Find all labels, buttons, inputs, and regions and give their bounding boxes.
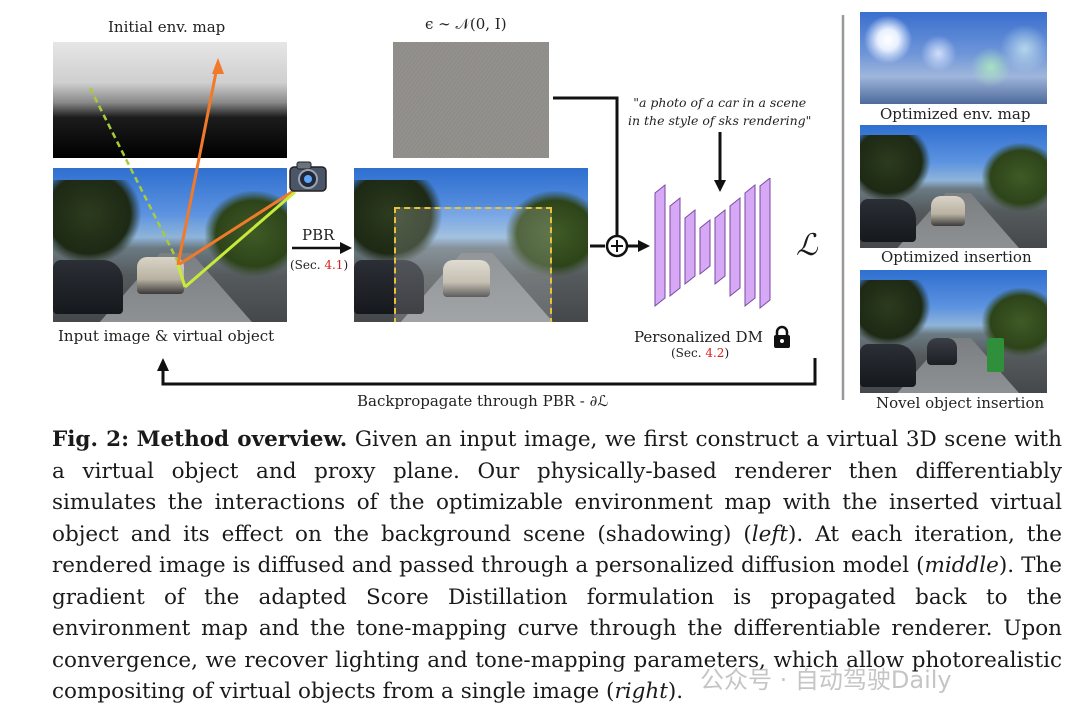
optimized-env-map-image bbox=[860, 12, 1047, 104]
backprop-line bbox=[161, 358, 817, 386]
optimized-insertion-label: Optimized insertion bbox=[881, 248, 1032, 266]
optimized-insertion-image bbox=[860, 125, 1047, 248]
dm-section-ref: (Sec. 4.2) bbox=[671, 346, 730, 360]
noise-image bbox=[393, 42, 549, 158]
text-prompt: "a photo of a car in a scene in the styl… bbox=[628, 95, 812, 128]
light-rays bbox=[88, 58, 296, 289]
camera-icon bbox=[289, 161, 327, 192]
orange-ray-camera bbox=[177, 188, 296, 267]
novel-insertion-label: Novel object insertion bbox=[876, 394, 1045, 412]
green-ray-car bbox=[176, 264, 187, 288]
insertion-box bbox=[393, 206, 553, 322]
diffusion-network bbox=[654, 178, 771, 310]
dashed-green-ray bbox=[88, 87, 180, 263]
novel-insertion-image bbox=[860, 270, 1047, 393]
noise-equation: ϵ ∼ 𝒩(0, I) bbox=[425, 15, 507, 33]
input-image bbox=[53, 168, 287, 322]
personalized-dm-label: Personalized DM bbox=[634, 328, 763, 346]
noise-to-plus-line bbox=[553, 96, 619, 236]
orange-ray-up bbox=[176, 61, 220, 266]
pbr-arrow bbox=[292, 242, 352, 254]
caption-title: Method overview. bbox=[136, 427, 348, 452]
rendered-image bbox=[354, 168, 588, 322]
lock-icon bbox=[774, 325, 790, 348]
initial-env-map-image bbox=[53, 42, 287, 158]
loss-symbol: ℒ bbox=[796, 228, 818, 263]
orange-ray-arrowhead bbox=[212, 58, 224, 74]
initial-env-map-label: Initial env. map bbox=[108, 18, 226, 36]
backprop-label: Backpropagate through PBR - ∂ℒ bbox=[357, 392, 609, 410]
figure-caption: Fig. 2: Method overview. Given an input … bbox=[52, 427, 1062, 704]
green-ray-camera bbox=[184, 190, 296, 289]
pbr-label: PBR bbox=[302, 226, 335, 244]
optimized-env-map-label: Optimized env. map bbox=[880, 105, 1031, 123]
pbr-section-ref: (Sec. 4.1) bbox=[290, 258, 349, 272]
green-bin bbox=[987, 337, 1004, 373]
input-image-label: Input image & virtual object bbox=[58, 327, 275, 345]
watermark: 公众号 · 自动驾驶Daily bbox=[700, 666, 952, 694]
caption-label: Fig. 2: bbox=[52, 427, 130, 452]
flow-arrows bbox=[157, 15, 845, 400]
